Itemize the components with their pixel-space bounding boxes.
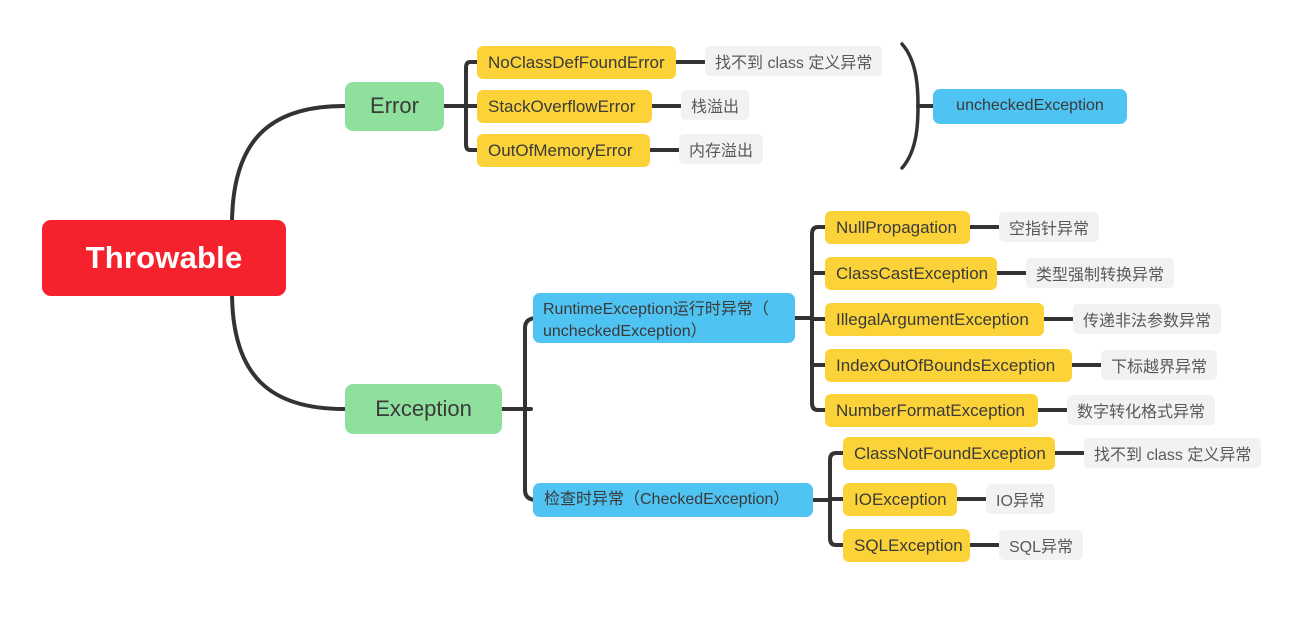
- note-ioexception: IO异常: [986, 484, 1055, 514]
- note-illegalargumentexception: 传递非法参数异常: [1073, 304, 1222, 334]
- node-stackoverflowerror[interactable]: StackOverflowError: [477, 90, 652, 123]
- note-outofmemoryerror: 内存溢出: [679, 134, 764, 164]
- note-outofmemoryerror-text: 内存溢出: [689, 143, 754, 160]
- node-error[interactable]: Error: [345, 82, 444, 131]
- edge-root-exception: [230, 290, 346, 411]
- note-noclassdeffounderror-text: 找不到 class 定义异常: [715, 55, 873, 72]
- node-uncheckedexception-group[interactable]: uncheckedException: [933, 89, 1127, 124]
- node-stackoverflowerror-label: StackOverflowError: [488, 96, 636, 116]
- node-checkedexception-label: 检查时异常（CheckedException）: [544, 490, 790, 508]
- node-classnotfoundexception-label: ClassNotFoundException: [854, 443, 1046, 463]
- node-throwable[interactable]: Throwable: [42, 220, 286, 296]
- note-nullpropagation: 空指针异常: [999, 212, 1100, 242]
- node-uncheckedexception-group-label: uncheckedException: [956, 97, 1104, 115]
- node-sqlexception[interactable]: SQLException: [843, 529, 970, 562]
- node-ioexception[interactable]: IOException: [843, 483, 957, 516]
- node-noclassdeffounderror-label: NoClassDefFoundError: [488, 52, 665, 72]
- note-sqlexception: SQL异常: [999, 530, 1084, 560]
- node-outofmemoryerror-label: OutOfMemoryError: [488, 140, 633, 160]
- note-numberformatexception-text: 数字转化格式异常: [1077, 404, 1206, 421]
- node-error-label: Error: [370, 93, 419, 119]
- note-classcastexception: 类型强制转换异常: [1026, 258, 1175, 288]
- node-numberformatexception[interactable]: NumberFormatException: [825, 394, 1038, 427]
- node-runtimeexception[interactable]: RuntimeException运行时异常（ uncheckedExceptio…: [533, 293, 795, 343]
- note-indexoutofboundsexception: 下标越界异常: [1101, 350, 1218, 380]
- edge-root-error: [230, 104, 346, 227]
- node-numberformatexception-label: NumberFormatException: [836, 400, 1025, 420]
- node-checkedexception[interactable]: 检查时异常（CheckedException）: [533, 483, 813, 517]
- node-exception-label: Exception: [375, 395, 472, 421]
- node-classnotfoundexception[interactable]: ClassNotFoundException: [843, 437, 1055, 470]
- edge-runtime-bracket: [810, 225, 828, 412]
- note-illegalargumentexception-text: 传递非法参数异常: [1083, 313, 1212, 330]
- node-nullpropagation-label: NullPropagation: [836, 217, 957, 237]
- note-indexoutofboundsexception-text: 下标越界异常: [1111, 359, 1208, 376]
- note-sqlexception-text: SQL异常: [1009, 539, 1074, 556]
- edge-checked-bracket: [828, 451, 846, 547]
- note-classcastexception-text: 类型强制转换异常: [1036, 267, 1165, 284]
- node-indexoutofboundsexception[interactable]: IndexOutOfBoundsException: [825, 349, 1072, 382]
- node-exception[interactable]: Exception: [345, 384, 502, 434]
- node-ioexception-label: IOException: [854, 489, 947, 509]
- node-nullpropagation[interactable]: NullPropagation: [825, 211, 970, 244]
- brace-error-group: [900, 42, 920, 170]
- node-throwable-label: Throwable: [85, 240, 243, 276]
- node-runtimeexception-label-line2: uncheckedException）: [543, 323, 707, 341]
- note-stackoverflowerror: 栈溢出: [681, 90, 750, 120]
- note-ioexception-text: IO异常: [996, 493, 1045, 510]
- node-noclassdeffounderror[interactable]: NoClassDefFoundError: [477, 46, 676, 79]
- node-outofmemoryerror[interactable]: OutOfMemoryError: [477, 134, 650, 167]
- note-noclassdeffounderror: 找不到 class 定义异常: [705, 46, 883, 76]
- note-classnotfoundexception-text: 找不到 class 定义异常: [1094, 447, 1252, 464]
- node-illegalargumentexception-label: IllegalArgumentException: [836, 309, 1029, 329]
- node-runtimeexception-label-line1: RuntimeException运行时异常（: [543, 301, 769, 318]
- note-numberformatexception: 数字转化格式异常: [1067, 395, 1216, 425]
- node-sqlexception-label: SQLException: [854, 535, 963, 555]
- note-stackoverflowerror-text: 栈溢出: [691, 99, 740, 116]
- node-classcastexception-label: ClassCastException: [836, 263, 989, 283]
- note-nullpropagation-text: 空指针异常: [1009, 221, 1090, 238]
- edge-exception-trunk: [523, 316, 539, 502]
- node-illegalargumentexception[interactable]: IllegalArgumentException: [825, 303, 1044, 336]
- node-classcastexception[interactable]: ClassCastException: [825, 257, 997, 290]
- node-indexoutofboundsexception-label: IndexOutOfBoundsException: [836, 355, 1056, 375]
- note-classnotfoundexception: 找不到 class 定义异常: [1084, 438, 1262, 468]
